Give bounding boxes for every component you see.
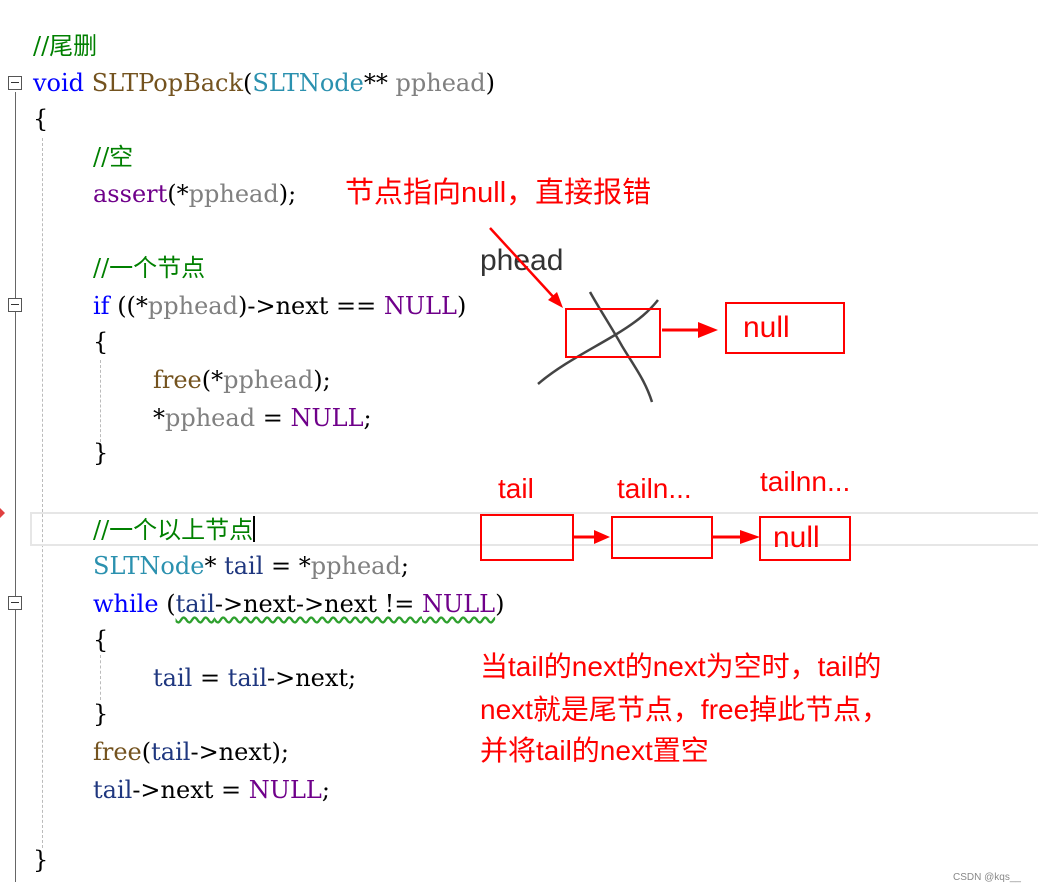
- tail-advance-eq: =: [192, 664, 228, 692]
- assert-close: );: [278, 180, 297, 208]
- code-line-pphead-null[interactable]: *pphead = NULL;: [153, 406, 372, 430]
- free-arg: pphead: [223, 366, 314, 394]
- null-macro: NULL: [290, 404, 364, 432]
- fold-toggle-if-icon[interactable]: [8, 298, 22, 312]
- assert-open: (*: [167, 180, 189, 208]
- explanation-line-3: 并将tail的next置空: [480, 735, 709, 766]
- comment-multi-node-text: //一个以上节点: [93, 516, 254, 544]
- tail-advance-rest: ->next;: [267, 664, 357, 692]
- deref-star: *: [153, 404, 165, 432]
- assert-annotation: 节点指向null，直接报错: [345, 177, 652, 209]
- tailn-node-box: [611, 516, 713, 559]
- assign-op: =: [255, 404, 291, 432]
- tail-label: tail: [498, 473, 534, 504]
- code-line-free-pphead[interactable]: free(*pphead);: [153, 368, 331, 392]
- while-cond-text: ->next->next !=: [214, 590, 423, 618]
- code-line-if-close-brace[interactable]: }: [93, 439, 109, 467]
- explanation-line-2: next就是尾节点，free掉此节点，: [480, 694, 890, 725]
- code-line-if[interactable]: if ((*pphead)->next == NULL): [93, 294, 466, 318]
- code-line-while[interactable]: while (tail->next->next != NULL): [93, 592, 505, 616]
- free-tail-rest: ->next);: [190, 738, 289, 766]
- code-line-comment-one-node[interactable]: //一个节点: [93, 254, 206, 282]
- assert-arg: pphead: [188, 180, 279, 208]
- free-open: (*: [201, 366, 224, 394]
- null-label-1: null: [743, 311, 790, 344]
- free-call: free: [153, 366, 202, 394]
- tail-next-var: tail: [93, 776, 133, 804]
- tail-type: SLTNode: [93, 552, 205, 580]
- fold-guide-function: [15, 92, 16, 882]
- fold-toggle-function-icon[interactable]: [8, 76, 22, 90]
- free-close: );: [313, 366, 331, 394]
- while-tail-var: tail: [175, 590, 215, 618]
- indent-guide-if: [100, 360, 101, 442]
- tail-next-rest: ->next =: [132, 776, 249, 804]
- code-line-comment-multi-node[interactable]: //一个以上节点: [93, 516, 256, 544]
- code-line-while-open-brace[interactable]: {: [93, 626, 109, 654]
- current-line-highlight: [30, 512, 1038, 546]
- code-line-close-brace[interactable]: }: [33, 846, 49, 874]
- if-null-macro: NULL: [383, 292, 457, 320]
- explanation-line-1: 当tail的next的next为空时，tail的: [480, 651, 882, 682]
- free-tail-call: free: [93, 738, 142, 766]
- null-label-2: null: [773, 521, 820, 554]
- tail-next-semicolon: ;: [321, 776, 330, 804]
- tail-rhs: tail: [227, 664, 267, 692]
- paren-open: (: [243, 69, 253, 97]
- indent-guide-while: [100, 655, 101, 700]
- semicolon: ;: [363, 404, 372, 432]
- while-paren: (: [158, 590, 176, 618]
- free-tail-var: tail: [151, 738, 191, 766]
- tail-var: tail: [224, 552, 264, 580]
- keyword-if: if: [93, 292, 110, 320]
- tail-init-var: pphead: [310, 552, 401, 580]
- code-line-if-open-brace[interactable]: {: [93, 328, 109, 356]
- code-line-tail-advance[interactable]: tail = tail->next;: [153, 666, 356, 690]
- paren-close: ): [485, 69, 495, 97]
- text-cursor: [253, 516, 256, 542]
- if-var: pphead: [147, 292, 238, 320]
- null-node-box-1: [725, 302, 845, 354]
- code-line-open-brace[interactable]: {: [33, 105, 49, 133]
- while-condition-squiggle[interactable]: tail->next->next != NULL: [176, 590, 496, 618]
- keyword-while: while: [93, 590, 159, 618]
- pointer-stars: **: [363, 69, 388, 97]
- code-line-comment-empty[interactable]: //空: [93, 143, 134, 171]
- code-line-tail-decl[interactable]: SLTNode* tail = *pphead;: [93, 554, 409, 578]
- code-line-free-tail-next[interactable]: free(tail->next);: [93, 740, 289, 764]
- if-part3: ): [457, 292, 467, 320]
- param-name: pphead: [395, 69, 486, 97]
- type-name: SLTNode: [252, 69, 364, 97]
- fold-toggle-while-icon[interactable]: [8, 596, 22, 610]
- code-line-assert[interactable]: assert(*pphead);: [93, 182, 296, 206]
- tail-lhs: tail: [153, 664, 193, 692]
- tail-semicolon: ;: [400, 552, 409, 580]
- free-tail-open: (: [141, 738, 152, 766]
- breakpoint-marker-icon[interactable]: [0, 508, 5, 518]
- code-line-comment-taildelete[interactable]: //尾删: [33, 32, 98, 60]
- while-null-macro: NULL: [422, 590, 496, 618]
- pphead-var: pphead: [165, 404, 256, 432]
- tail-assign: = *: [263, 552, 311, 580]
- if-part2: )->next ==: [237, 292, 384, 320]
- null-node-box-2: [759, 516, 851, 561]
- keyword-void: void: [33, 69, 85, 97]
- indent-guide-main: [42, 138, 43, 848]
- if-part1: ((*: [109, 292, 148, 320]
- phead-node-box: [565, 308, 661, 358]
- tail-node-box: [480, 514, 574, 561]
- code-line-function-signature[interactable]: void SLTPopBack(SLTNode** pphead): [33, 71, 495, 95]
- watermark: CSDN @kqs__: [953, 872, 1021, 883]
- while-close: ): [495, 590, 505, 618]
- tailn-label: tailn...: [617, 473, 692, 504]
- code-line-tail-next-null[interactable]: tail->next = NULL;: [93, 778, 330, 802]
- tail-next-null-macro: NULL: [248, 776, 322, 804]
- function-name: SLTPopBack: [91, 69, 244, 97]
- assert-call: assert: [93, 180, 168, 208]
- code-line-while-close-brace[interactable]: }: [93, 700, 109, 728]
- tail-star: *: [204, 552, 225, 580]
- phead-label: phead: [480, 244, 564, 277]
- tailnn-label: tailnn...: [760, 466, 851, 497]
